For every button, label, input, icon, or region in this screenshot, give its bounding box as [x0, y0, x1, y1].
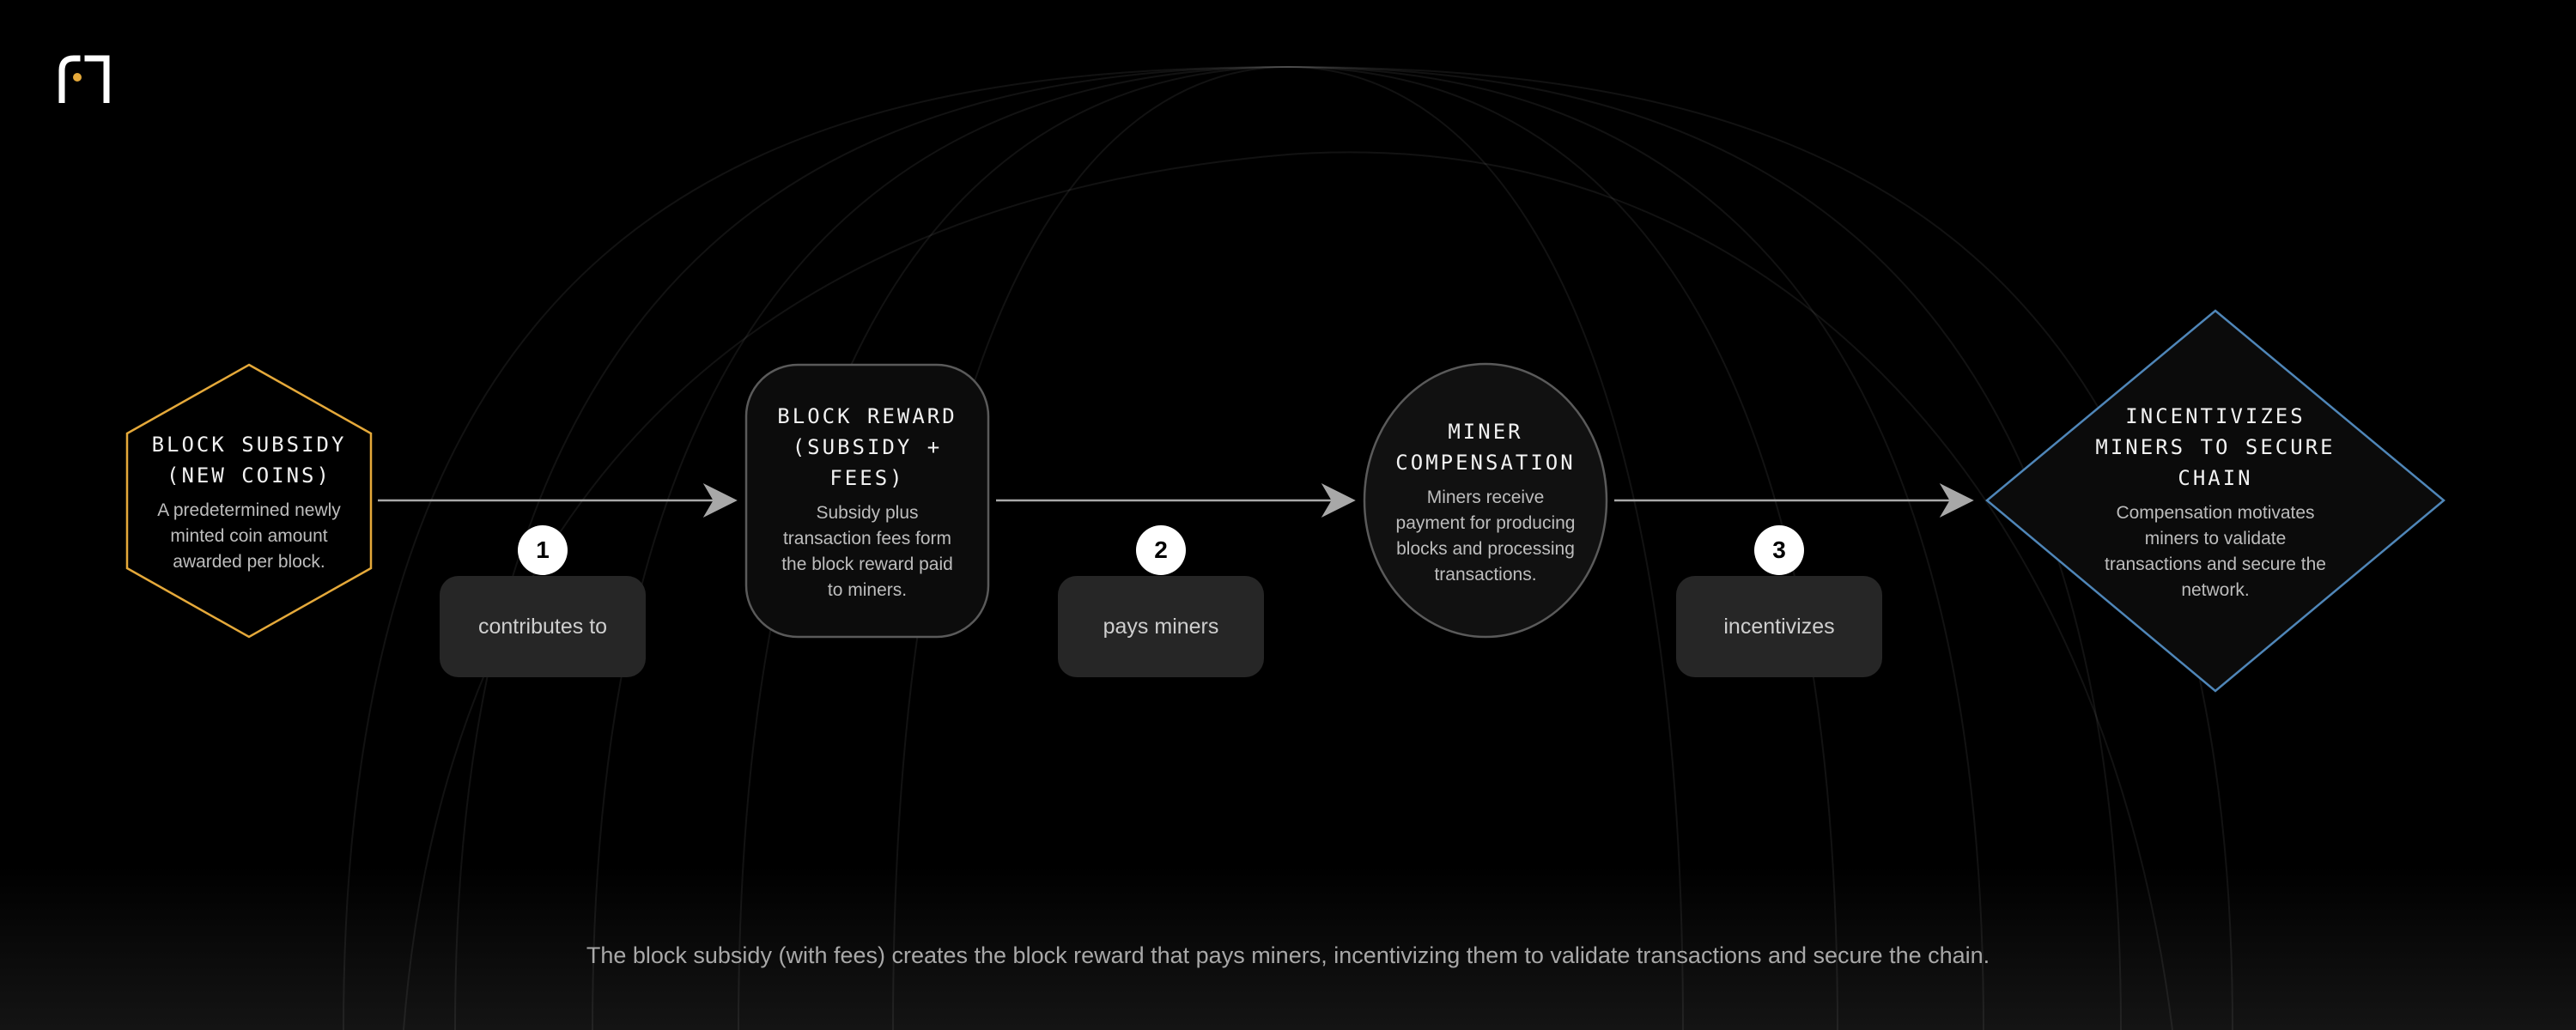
- step-badge-1: 1: [518, 525, 568, 575]
- brand-logo-icon: [58, 55, 110, 103]
- bg-arc: [592, 65, 1984, 1030]
- bg-arc: [403, 151, 2173, 1030]
- node-title: MINER COMPENSATION: [1395, 420, 1576, 475]
- edge-label-incentivizes: incentivizes: [1676, 576, 1882, 677]
- diagram-caption: The block subsidy (with fees) creates th…: [586, 942, 1990, 968]
- node-block-reward: BLOCK REWARD (SUBSIDY + FEES) Subsidy pl…: [756, 378, 979, 627]
- bg-arc: [454, 65, 2122, 1030]
- step-badge-3: 3: [1754, 525, 1804, 575]
- edge-label-contributes-to: contributes to: [440, 576, 646, 677]
- compensation-ellipse: [1363, 362, 1608, 639]
- edge-arrowhead-3: [1939, 482, 1974, 518]
- edge-label-pays-miners: pays miners: [1058, 576, 1264, 677]
- node-description: Subsidy plus transaction fees form the b…: [781, 503, 953, 600]
- node-title: INCENTIVIZES MINERS TO SECURE CHAIN: [2095, 404, 2336, 490]
- bg-arc: [343, 65, 2233, 1030]
- subsidy-hexagon: [125, 363, 373, 639]
- node-incentivizes-miners: INCENTIVIZES MINERS TO SECURE CHAIN Comp…: [2078, 378, 2353, 627]
- node-title: BLOCK SUBSIDY (NEW COINS): [151, 433, 347, 488]
- node-description: Compensation motivates miners to validat…: [2105, 503, 2326, 600]
- secure-diamond: [1985, 309, 2445, 693]
- reward-rounded-rect: [744, 363, 990, 639]
- step-badge-2: 2: [1136, 525, 1186, 575]
- edge-arrowhead-1: [702, 482, 738, 518]
- node-miner-compensation: MINER COMPENSATION Miners receive paymen…: [1374, 395, 1597, 609]
- node-description: Miners receive payment for producing blo…: [1395, 488, 1576, 585]
- node-block-subsidy: BLOCK SUBSIDY (NEW COINS) A predetermine…: [137, 403, 361, 601]
- edge-arrowhead-2: [1321, 482, 1356, 518]
- node-description: A predetermined newly minted coin amount…: [157, 500, 341, 572]
- node-title: BLOCK REWARD (SUBSIDY + FEES): [777, 404, 957, 490]
